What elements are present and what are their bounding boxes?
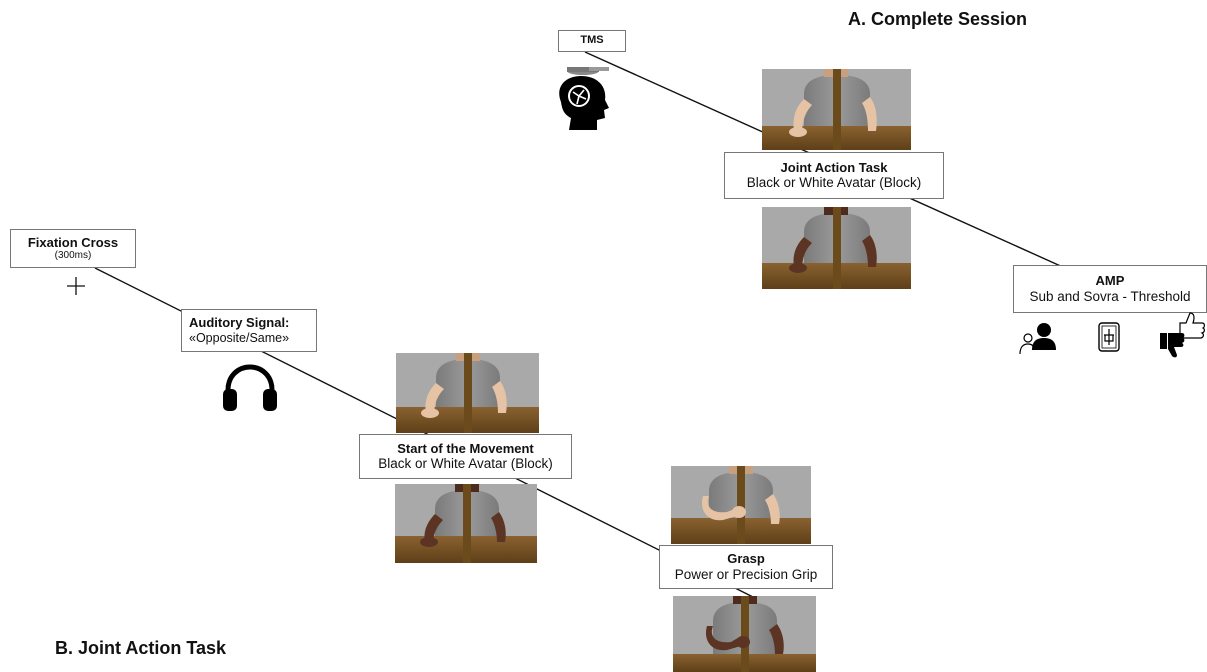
fixation-subtitle: (300ms) [54, 250, 92, 262]
amp-subtitle: Sub and Sovra - Threshold [1029, 288, 1191, 304]
avatar-scene-white-grasp [671, 466, 811, 544]
fixation-title: Fixation Cross [27, 234, 119, 250]
participant-icon [1019, 323, 1056, 355]
start-movement-title: Start of the Movement [397, 440, 534, 456]
auditory-signal-box: Auditory Signal: «Opposite/Same» [181, 309, 317, 352]
panel-a-title: A. Complete Session [848, 9, 1028, 29]
grasp-subtitle: Power or Precision Grip [674, 566, 818, 582]
avatar-scene-black-reach [762, 207, 911, 289]
start-movement-subtitle: Black or White Avatar (Block) [378, 456, 553, 472]
joint-action-task-subtitle: Black or White Avatar (Block) [746, 175, 922, 191]
avatar-scene-white-reach [762, 69, 911, 150]
tms-label-text: TMS [580, 34, 604, 47]
joint-action-task-box: Joint Action Task Black or White Avatar … [724, 152, 944, 199]
avatar-scene-black-grasp [673, 596, 816, 672]
auditory-title: Auditory Signal: [189, 315, 290, 331]
start-movement-box: Start of the Movement Black or White Ava… [359, 434, 572, 479]
auditory-subtitle: «Opposite/Same» [189, 330, 290, 345]
panel-b-title: B. Joint Action Task [55, 638, 227, 658]
amp-box: AMP Sub and Sovra - Threshold [1013, 265, 1207, 313]
thumbs-rating-icon [1160, 312, 1205, 358]
headphones-icon [223, 364, 277, 411]
pictogram-card-icon [1098, 322, 1120, 352]
avatar-scene-black-start [395, 484, 537, 563]
cross-icon [67, 277, 85, 295]
tms-coil-head-icon [559, 67, 609, 130]
grasp-title: Grasp [727, 551, 765, 567]
fixation-cross-box: Fixation Cross (300ms) [10, 229, 136, 268]
amp-title: AMP [1095, 273, 1125, 289]
joint-action-task-title: Joint Action Task [780, 159, 888, 175]
tms-label: TMS [558, 30, 626, 52]
grasp-box: Grasp Power or Precision Grip [659, 545, 833, 589]
avatar-scene-white-start [396, 353, 539, 433]
